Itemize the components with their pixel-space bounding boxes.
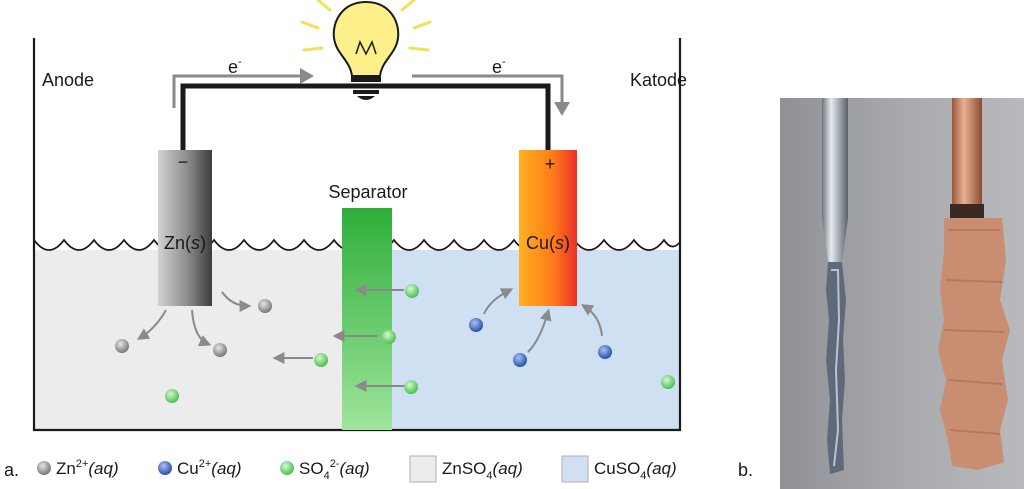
- ion-flow-arrows: [136, 284, 603, 392]
- legend-cuso4-label: CuSO4(aq): [594, 459, 677, 482]
- electron-arrow-right-head: [554, 102, 570, 116]
- zn-electrode-label: Zn(s): [164, 233, 206, 253]
- so4-ion: [165, 389, 179, 403]
- legend: Zn2+(aq) Cu2+(aq) SO42-(aq) ZnSO4(aq) Cu…: [37, 455, 677, 483]
- electron-label-left: e-: [228, 56, 242, 77]
- electron-label-right: e-: [492, 56, 506, 77]
- zinc-rod: [822, 98, 848, 218]
- zn-ion: [258, 299, 272, 313]
- so4-ion: [661, 375, 675, 389]
- ions: [115, 284, 675, 403]
- cu-ion: [469, 318, 483, 332]
- cu-electrode-sign: +: [545, 154, 556, 174]
- legend-so4-ion-label: SO42-(aq): [299, 458, 370, 482]
- panel-b-letter: b.: [738, 460, 753, 480]
- anode-label: Anode: [42, 70, 94, 90]
- zinc-rod-taper: [822, 218, 848, 262]
- zn-electrode-sign: −: [178, 152, 189, 172]
- cathode-label: Katode: [630, 70, 687, 90]
- legend-znso4-swatch: [409, 455, 437, 483]
- electron-arrow-left-head: [300, 68, 314, 84]
- electrode-photo: [780, 98, 1024, 489]
- zn-ion: [213, 343, 227, 357]
- so4-ion: [405, 284, 419, 298]
- separator: [342, 208, 392, 430]
- so4-ion: [314, 353, 328, 367]
- copper-electrode: [519, 150, 577, 306]
- circuit-wire: [180, 83, 551, 150]
- so4-ion: [404, 380, 418, 394]
- legend-cu-ion-label: Cu2+(aq): [177, 458, 242, 478]
- legend-zn-ion-swatch: [37, 461, 51, 475]
- zn-ion: [115, 339, 129, 353]
- legend-cuso4-swatch: [561, 455, 589, 483]
- electron-arrow-left: [172, 74, 300, 108]
- legend-so4-ion-swatch: [280, 461, 294, 475]
- cu-electrode-label: Cu(s): [526, 233, 570, 253]
- cu-ion: [598, 345, 612, 359]
- light-bulb-icon: [300, 0, 432, 100]
- electron-arrow-right: [412, 74, 564, 104]
- legend-znso4-label: ZnSO4(aq): [442, 459, 523, 482]
- copper-rod: [952, 98, 982, 208]
- panel-a-letter: a.: [4, 460, 19, 480]
- zinc-electrode: [158, 150, 212, 306]
- legend-cu-ion-swatch: [158, 461, 172, 475]
- legend-zn-ion-label: Zn2+(aq): [56, 458, 119, 478]
- so4-ion: [382, 330, 396, 344]
- separator-label: Separator: [328, 182, 407, 202]
- cu-ion: [513, 353, 527, 367]
